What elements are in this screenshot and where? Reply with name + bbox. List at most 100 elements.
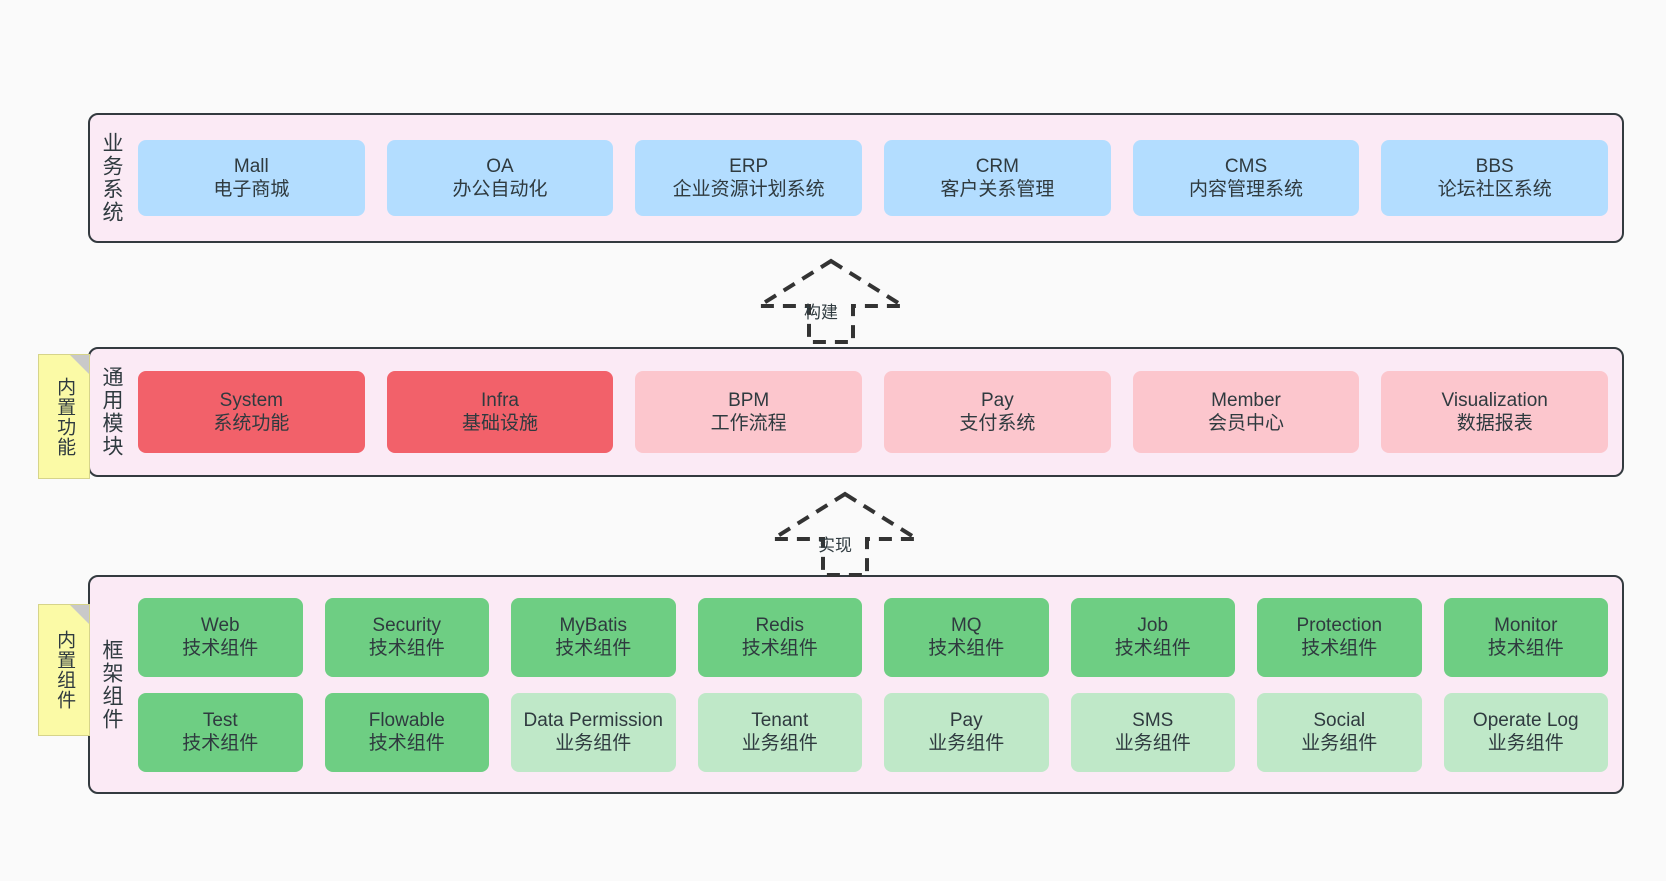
node-title: Social	[1313, 709, 1366, 731]
node-title: Member	[1211, 389, 1281, 411]
node-crm[interactable]: CRM 客户关系管理	[884, 140, 1111, 216]
node-tenant[interactable]: Tenant 业务组件	[697, 692, 862, 772]
node-subtitle: 会员中心	[1208, 413, 1285, 434]
node-title: MyBatis	[559, 614, 628, 636]
dashed-hollow-arrow-up-icon	[756, 258, 906, 344]
layer-common-module: 通用模块 System 系统功能 Infra 基础设施 BPM 工作流程 Pay…	[88, 347, 1624, 477]
node-web[interactable]: Web 技术组件	[138, 597, 303, 677]
layer-row: Mall 电子商城 OA 办公自动化 ERP 企业资源计划系统 CRM 客户关系…	[138, 140, 1609, 216]
node-member[interactable]: Member 会员中心	[1132, 371, 1360, 453]
node-subtitle: 技术组件	[368, 638, 445, 659]
node-mybatis[interactable]: MyBatis 技术组件	[511, 597, 676, 677]
node-mall[interactable]: Mall 电子商城	[138, 140, 365, 216]
node-title: Monitor	[1494, 614, 1558, 636]
layer-title-framework-component: 框架组件	[100, 638, 124, 731]
node-oa[interactable]: OA 办公自动化	[386, 140, 614, 216]
layer-body-framework-component: Web 技术组件 Security 技术组件 MyBatis 技术组件 Redi…	[132, 577, 1622, 792]
connector-build: 构建	[756, 258, 906, 344]
node-subtitle: 基础设施	[462, 413, 539, 434]
layer-title-business-system: 业务系统	[100, 132, 124, 224]
note-builtin-components: 内置组件	[38, 604, 90, 736]
node-title: Pay	[980, 389, 1014, 411]
node-subtitle: 技术组件	[182, 638, 259, 659]
node-subtitle: 技术组件	[741, 638, 818, 659]
node-social[interactable]: Social 业务组件	[1257, 692, 1422, 772]
node-title: Infra	[480, 389, 520, 411]
layer-row: Test 技术组件 Flowable 技术组件 Data Permission …	[138, 692, 1608, 772]
node-title: Operate Log	[1472, 709, 1579, 731]
node-subtitle: 业务组件	[928, 733, 1005, 754]
note-fold-corner-icon	[70, 605, 89, 624]
note-fold-corner-icon	[70, 355, 89, 374]
node-title: Security	[372, 614, 442, 636]
node-subtitle: 业务组件	[741, 733, 818, 754]
node-subtitle: 系统功能	[213, 413, 290, 434]
node-title: MQ	[950, 614, 982, 636]
node-title: Tenant	[751, 709, 809, 731]
node-subtitle: 客户关系管理	[940, 179, 1055, 200]
node-subtitle: 支付系统	[959, 413, 1036, 434]
node-system[interactable]: System 系统功能	[138, 371, 365, 453]
node-bbs[interactable]: BBS 论坛社区系统	[1381, 140, 1609, 216]
node-title: System	[219, 389, 284, 411]
note-builtin-functions: 内置功能	[38, 354, 90, 479]
layer-framework-component: 框架组件 Web 技术组件 Security 技术组件 MyBatis 技术组件…	[88, 575, 1624, 794]
node-job[interactable]: Job 技术组件	[1070, 597, 1235, 677]
connector-label: 实现	[818, 536, 852, 555]
node-subtitle: 技术组件	[555, 638, 632, 659]
node-subtitle: 内容管理系统	[1189, 179, 1304, 200]
node-title: Data Permission	[523, 709, 663, 731]
node-title: Flowable	[368, 709, 445, 731]
dashed-hollow-arrow-up-icon	[770, 491, 920, 577]
node-title: CMS	[1224, 155, 1268, 177]
node-subtitle: 电子商城	[213, 179, 290, 200]
node-subtitle: 工作流程	[710, 413, 787, 434]
node-subtitle: 数据报表	[1456, 413, 1533, 434]
node-subtitle: 技术组件	[368, 733, 445, 754]
node-visualization[interactable]: Visualization 数据报表	[1381, 371, 1609, 453]
layer-row: System 系统功能 Infra 基础设施 BPM 工作流程 Pay 支付系统…	[138, 371, 1609, 453]
node-subtitle: 技术组件	[1114, 638, 1191, 659]
node-title: SMS	[1132, 709, 1174, 731]
node-title: Job	[1137, 614, 1169, 636]
node-data-permission[interactable]: Data Permission 业务组件	[511, 692, 676, 772]
node-subtitle: 业务组件	[1114, 733, 1191, 754]
node-subtitle: 业务组件	[1301, 733, 1378, 754]
node-bpm[interactable]: BPM 工作流程	[635, 371, 863, 453]
node-mq[interactable]: MQ 技术组件	[884, 597, 1049, 677]
node-flowable[interactable]: Flowable 技术组件	[324, 692, 489, 772]
node-title: Pay	[949, 709, 983, 731]
node-sms[interactable]: SMS 业务组件	[1070, 692, 1235, 772]
node-subtitle: 业务组件	[555, 733, 632, 754]
node-title: Web	[200, 614, 240, 636]
layer-business-system: 业务系统 Mall 电子商城 OA 办公自动化 ERP 企业资源计划系统 CRM…	[88, 113, 1624, 243]
node-title: Redis	[755, 614, 805, 636]
node-pay-component[interactable]: Pay 业务组件	[884, 692, 1049, 772]
node-title: OA	[486, 155, 514, 177]
node-security[interactable]: Security 技术组件	[324, 597, 489, 677]
node-monitor[interactable]: Monitor 技术组件	[1443, 597, 1608, 677]
node-subtitle: 论坛社区系统	[1437, 179, 1552, 200]
node-title: Protection	[1296, 614, 1383, 636]
node-title: BBS	[1475, 155, 1514, 177]
node-operate-log[interactable]: Operate Log 业务组件	[1443, 692, 1608, 772]
node-title: BPM	[728, 389, 770, 411]
node-title: Test	[202, 709, 238, 731]
node-cms[interactable]: CMS 内容管理系统	[1132, 140, 1360, 216]
node-title: CRM	[975, 155, 1019, 177]
node-test[interactable]: Test 技术组件	[138, 692, 303, 772]
layer-row: Web 技术组件 Security 技术组件 MyBatis 技术组件 Redi…	[138, 597, 1608, 677]
node-title: Mall	[233, 155, 269, 177]
node-subtitle: 企业资源计划系统	[672, 179, 825, 200]
node-redis[interactable]: Redis 技术组件	[697, 597, 862, 677]
node-protection[interactable]: Protection 技术组件	[1257, 597, 1422, 677]
node-erp[interactable]: ERP 企业资源计划系统	[635, 140, 863, 216]
node-pay[interactable]: Pay 支付系统	[884, 371, 1111, 453]
node-subtitle: 办公自动化	[452, 179, 548, 200]
connector-implement: 实现	[770, 491, 920, 577]
node-subtitle: 技术组件	[1301, 638, 1378, 659]
node-subtitle: 技术组件	[182, 733, 259, 754]
node-infra[interactable]: Infra 基础设施	[386, 371, 614, 453]
layer-title-common-module: 通用模块	[100, 366, 124, 458]
